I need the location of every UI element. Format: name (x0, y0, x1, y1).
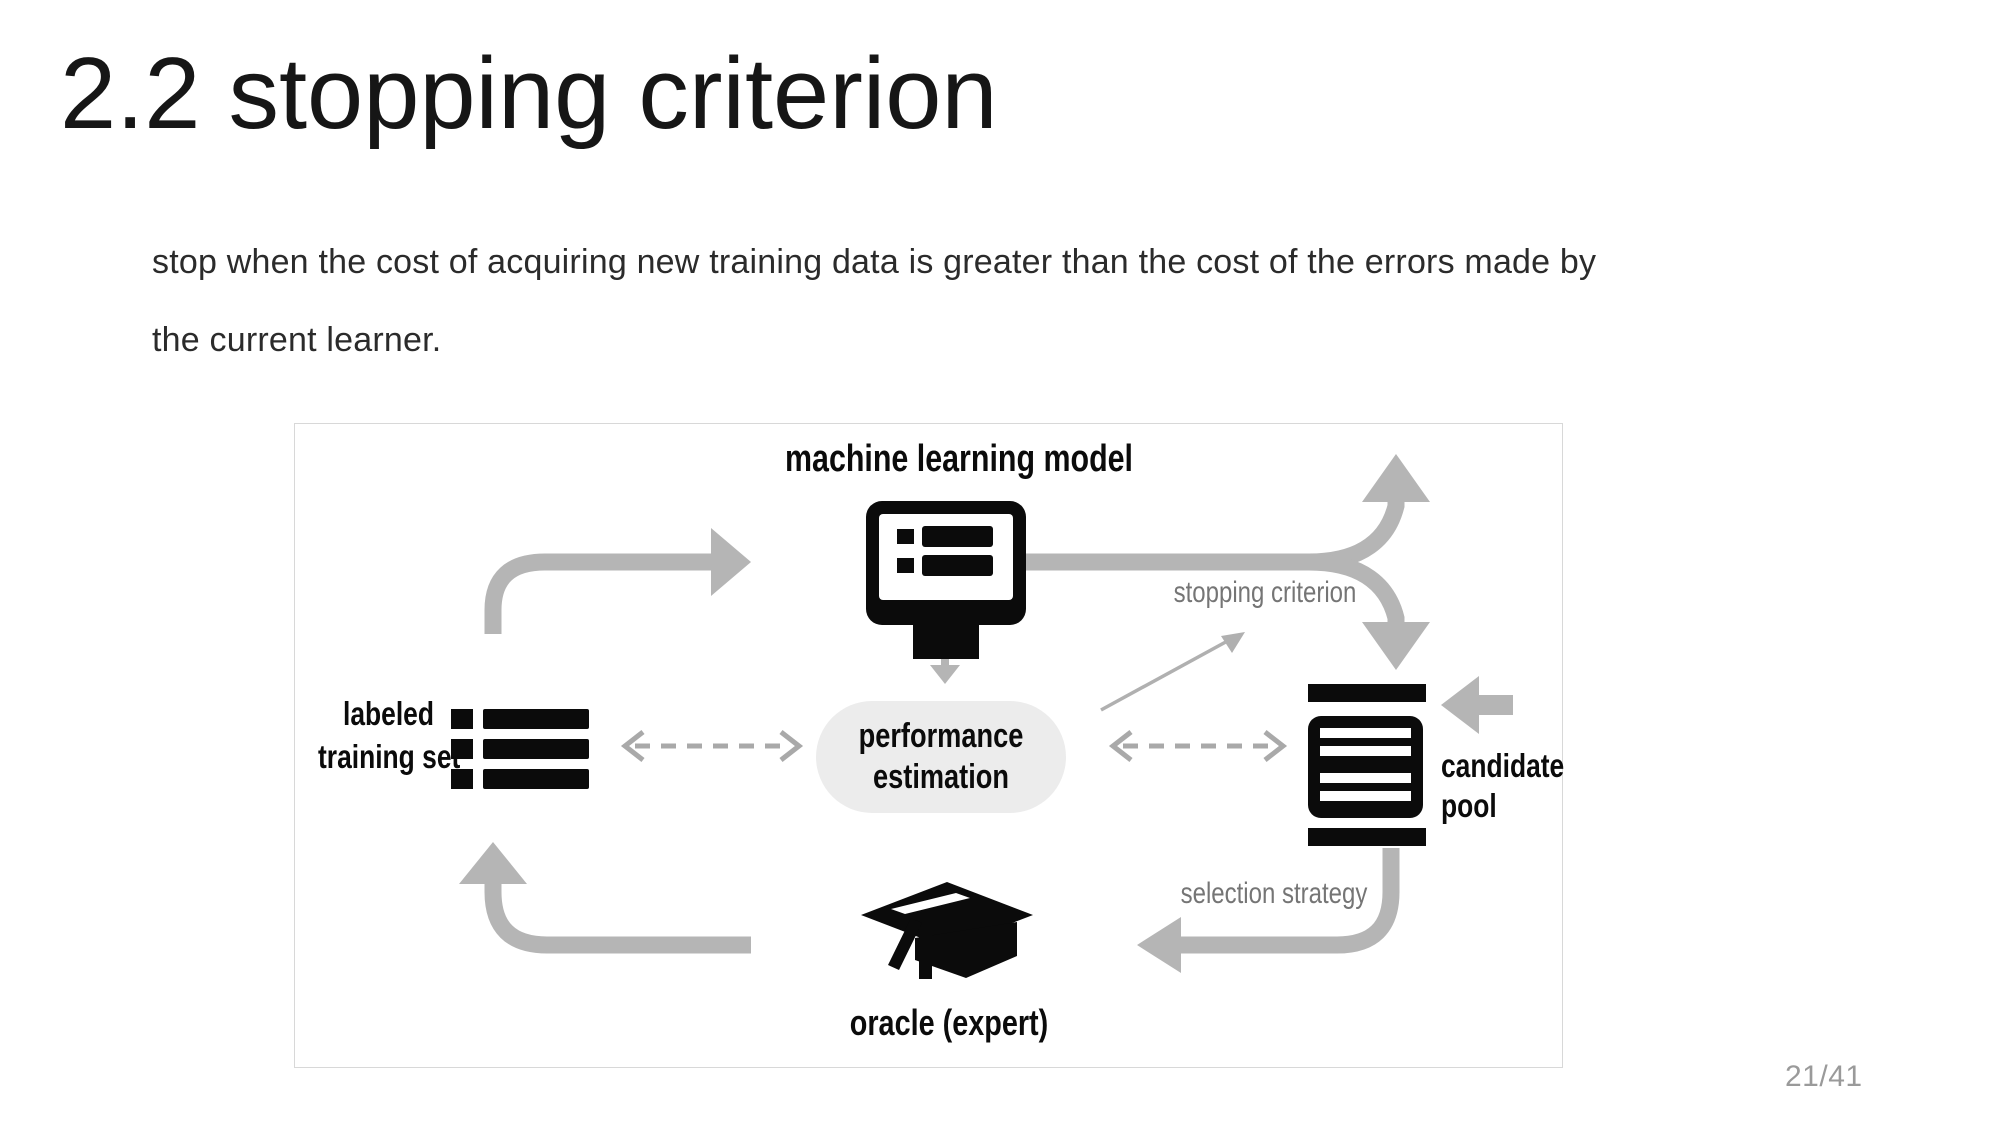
left-arrow-into-pool (1441, 676, 1513, 734)
edge-label-selection-strategy: selection strategy (1180, 877, 1368, 910)
dashed-arrow-performance-pool (1108, 730, 1288, 762)
candidate-pool-line-2: pool (1441, 787, 1497, 824)
node-label-oracle: oracle (expert) (849, 1002, 1049, 1043)
node-label-machine-learning-model: machine learning model (785, 438, 1133, 480)
node-performance-estimation: performance estimation (816, 701, 1066, 813)
curved-arrow-pool-to-oracle (1137, 848, 1400, 973)
list-icon (451, 709, 589, 789)
body-text-line-2: the current learner. (152, 321, 442, 359)
dashed-arrow-training-performance (620, 730, 804, 762)
performance-estimation-line-1: performance (858, 717, 1024, 755)
performance-estimation-line-2: estimation (872, 758, 1010, 796)
active-learning-diagram: machine learning model performance estim… (294, 423, 1564, 1068)
node-label-candidate-pool: candidate pool (1441, 746, 1564, 826)
edge-label-stopping-criterion: stopping criterion (1173, 576, 1357, 609)
curved-arrow-training-to-model (484, 528, 751, 634)
node-label-labeled-training-set: labeled training set (318, 692, 461, 778)
curved-arrow-oracle-to-training (459, 842, 751, 954)
page-number: 21/41 (1785, 1060, 1863, 1093)
fork-arrow-stopping-criterion (1021, 454, 1430, 670)
diagram-arrows-layer (459, 454, 1513, 973)
body-text-line-1: stop when the cost of acquiring new trai… (152, 243, 1597, 281)
slide-title: 2.2 stopping criterion (60, 38, 998, 150)
graduation-cap-icon (861, 882, 1033, 979)
pointer-arrow-stopping-criterion (1100, 632, 1245, 712)
candidate-pool-icon (1308, 684, 1426, 846)
candidate-pool-line-1: candidate (1441, 747, 1565, 784)
labeled-training-set-line-2: training set (318, 738, 461, 775)
monitor-icon (866, 501, 1026, 659)
labeled-training-set-line-1: labeled (343, 695, 434, 732)
